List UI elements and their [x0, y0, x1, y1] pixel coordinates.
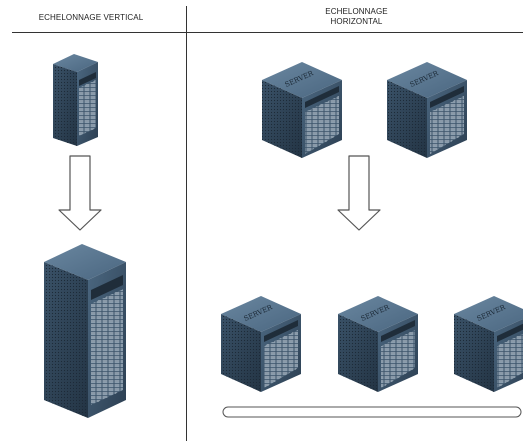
server-cube-top-1: SERVER — [262, 62, 342, 158]
server-pool-bar — [222, 406, 522, 418]
server-cube-bottom-1: SERVER — [221, 296, 301, 392]
server-cube-bottom-2: SERVER — [338, 296, 418, 392]
server-cube-top-2: SERVER — [387, 62, 467, 158]
large-rack-server — [44, 244, 126, 418]
vertical-scaling-title: ECHELONNAGE VERTICAL — [38, 13, 144, 22]
column-divider — [186, 6, 187, 441]
small-rack-server — [53, 54, 98, 146]
scale-up-arrow — [58, 155, 102, 231]
header-divider — [12, 32, 523, 33]
server-cube-bottom-3: SERVER — [454, 296, 523, 392]
horizontal-scaling-title: ECHELONNAGE HORIZONTAL — [325, 7, 388, 26]
scale-out-arrow — [337, 155, 381, 231]
